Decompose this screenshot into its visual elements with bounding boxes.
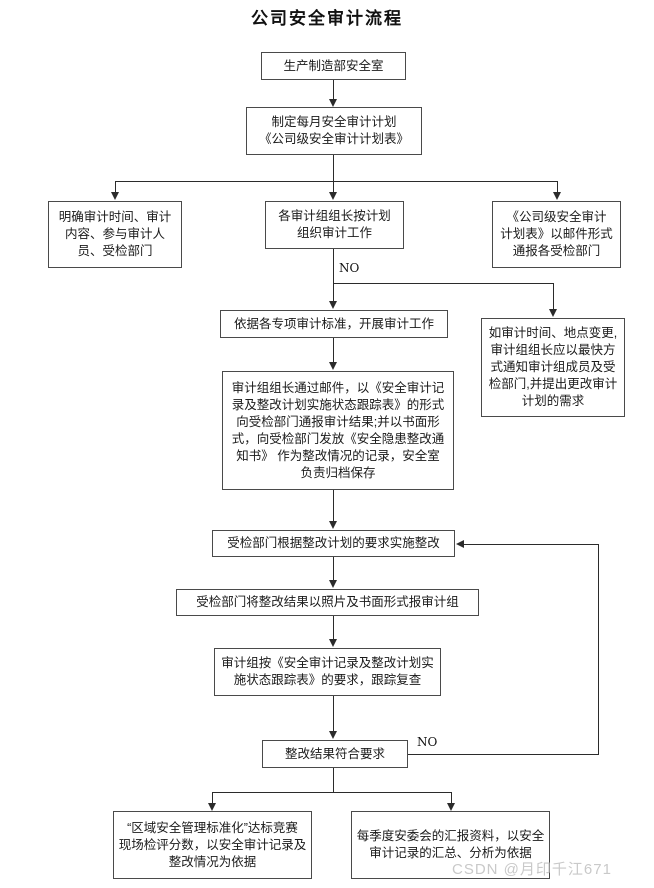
node-report-rectification-results[interactable]: 受检部门将整改结果以照片及书面形式报审计组 — [176, 589, 479, 616]
arrow-bus-n13 — [207, 803, 216, 811]
page-title: 公司安全审计流程 — [251, 9, 403, 29]
node-schedule-change-notice[interactable]: 如审计时间、地点变更, 审计组组长应以最快方 式通知审计组成员及受 检部门,并提… — [481, 318, 625, 417]
arrow-bus-n14 — [446, 803, 455, 811]
arrow-n6-n8 — [328, 362, 337, 370]
node-monthly-audit-plan[interactable]: 制定每月安全审计计划 《公司级安全审计计划表》 — [246, 107, 422, 155]
connector-n9-n10 — [333, 557, 334, 580]
csdn-watermark: CSDN @月印千江671 — [452, 861, 612, 878]
node-result-meets-requirements[interactable]: 整改结果符合要求 — [262, 740, 408, 768]
node-conduct-audit-by-standards[interactable]: 依据各专项审计标准，开展审计工作 — [220, 310, 448, 338]
connector-n8-n9 — [333, 490, 334, 521]
connector-no-top-v — [553, 283, 554, 309]
arrow-n1-n2 — [328, 99, 337, 107]
arrow-no-top-n7 — [548, 309, 557, 317]
arrow-bus-n3 — [110, 192, 119, 200]
node-team-leaders-organize[interactable]: 各审计组组长按计划 组织审计工作 — [265, 201, 404, 249]
node-define-audit-scope[interactable]: 明确审计时间、审计 内容、参与审计人 员、受检部门 — [48, 201, 182, 268]
node-production-safety-office[interactable]: 生产制造部安全室 — [261, 52, 406, 80]
node-audit-team-follow-up[interactable]: 审计组按《安全审计记录及整改计划实 施状态跟踪表》的要求，跟踪复查 — [214, 648, 441, 696]
arrow-n9-n10 — [328, 580, 337, 588]
arrow-n4-n6 — [328, 301, 337, 309]
branch-label-no-top: NO — [339, 261, 360, 275]
connector-bus-n4 — [333, 181, 334, 192]
node-quarterly-committee-report[interactable]: 每季度安委会的汇报资料，以安全 审计记录的汇总、分析为依据 — [351, 811, 550, 879]
connector-no-bottom-v — [598, 544, 599, 754]
connector-bus-n3 — [115, 181, 116, 192]
connector-bottom-bus — [212, 792, 451, 793]
node-standardization-competition-score[interactable]: “区域安全管理标准化”达标竞赛 现场检评分数，以安全审计记录及 整改情况为依据 — [113, 811, 312, 879]
connector-bus-n14 — [451, 792, 452, 803]
connector-no-bottom-h1 — [408, 754, 599, 755]
node-report-audit-results[interactable]: 审计组组长通过邮件，以《安全审计记 录及整改计划实施状态跟踪表》的形式 向受检部… — [222, 371, 454, 490]
node-department-implements-rectification[interactable]: 受检部门根据整改计划的要求实施整改 — [212, 530, 455, 557]
connector-no-bottom-h2 — [464, 544, 598, 545]
connector-fanout-bus — [115, 181, 557, 182]
connector-n4-down — [333, 249, 334, 301]
arrow-bus-n4 — [328, 192, 337, 200]
connector-n11-n12 — [333, 696, 334, 731]
arrow-n8-n9 — [328, 521, 337, 529]
arrow-no-bottom-n9 — [456, 539, 464, 548]
connector-n6-n8 — [333, 338, 334, 362]
connector-n10-n11 — [333, 616, 334, 639]
arrow-bus-n5 — [552, 192, 561, 200]
connector-n1-n2 — [333, 80, 334, 99]
node-email-plan-to-departments[interactable]: 《公司级安全审计 计划表》以邮件形式 通报各受检部门 — [492, 201, 621, 268]
connector-bus-n13 — [212, 792, 213, 803]
connector-n12-down — [333, 768, 334, 792]
branch-label-no-bottom: NO — [417, 735, 438, 749]
arrow-n11-n12 — [328, 731, 337, 739]
connector-n2-down — [333, 155, 334, 181]
connector-no-top-h — [333, 283, 553, 284]
arrow-n10-n11 — [328, 639, 337, 647]
connector-bus-n5 — [557, 181, 558, 192]
